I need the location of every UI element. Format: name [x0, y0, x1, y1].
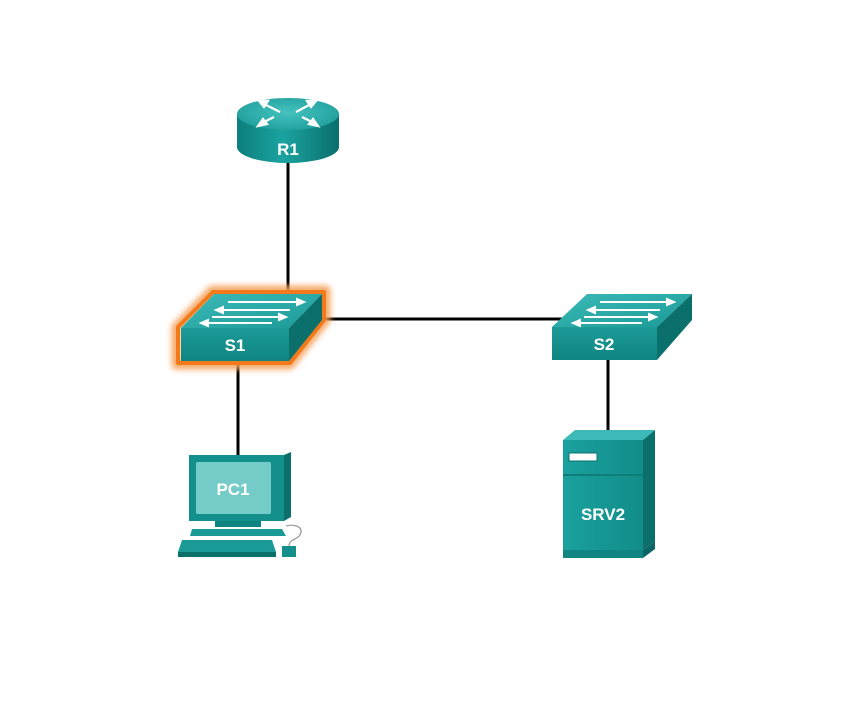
pc-label: PC1 [216, 480, 249, 499]
pc-pc1[interactable]: PC1 [178, 452, 302, 557]
switch-icon [181, 294, 322, 361]
router-icon [237, 98, 339, 163]
links [236, 162, 610, 455]
selection-highlight [171, 285, 331, 370]
server-icon [563, 430, 655, 558]
switch-s2[interactable]: S2 [552, 294, 692, 360]
server-srv2[interactable]: SRV2 [563, 430, 655, 558]
pc-icon [178, 452, 302, 557]
switch-label: S2 [594, 335, 615, 354]
switch-s1[interactable]: S1 [171, 285, 331, 370]
switch-icon [552, 294, 692, 360]
router-label: R1 [277, 140, 299, 159]
server-label: SRV2 [581, 505, 625, 524]
router-r1[interactable]: R1 [237, 98, 339, 163]
switch-label: S1 [225, 336, 246, 355]
